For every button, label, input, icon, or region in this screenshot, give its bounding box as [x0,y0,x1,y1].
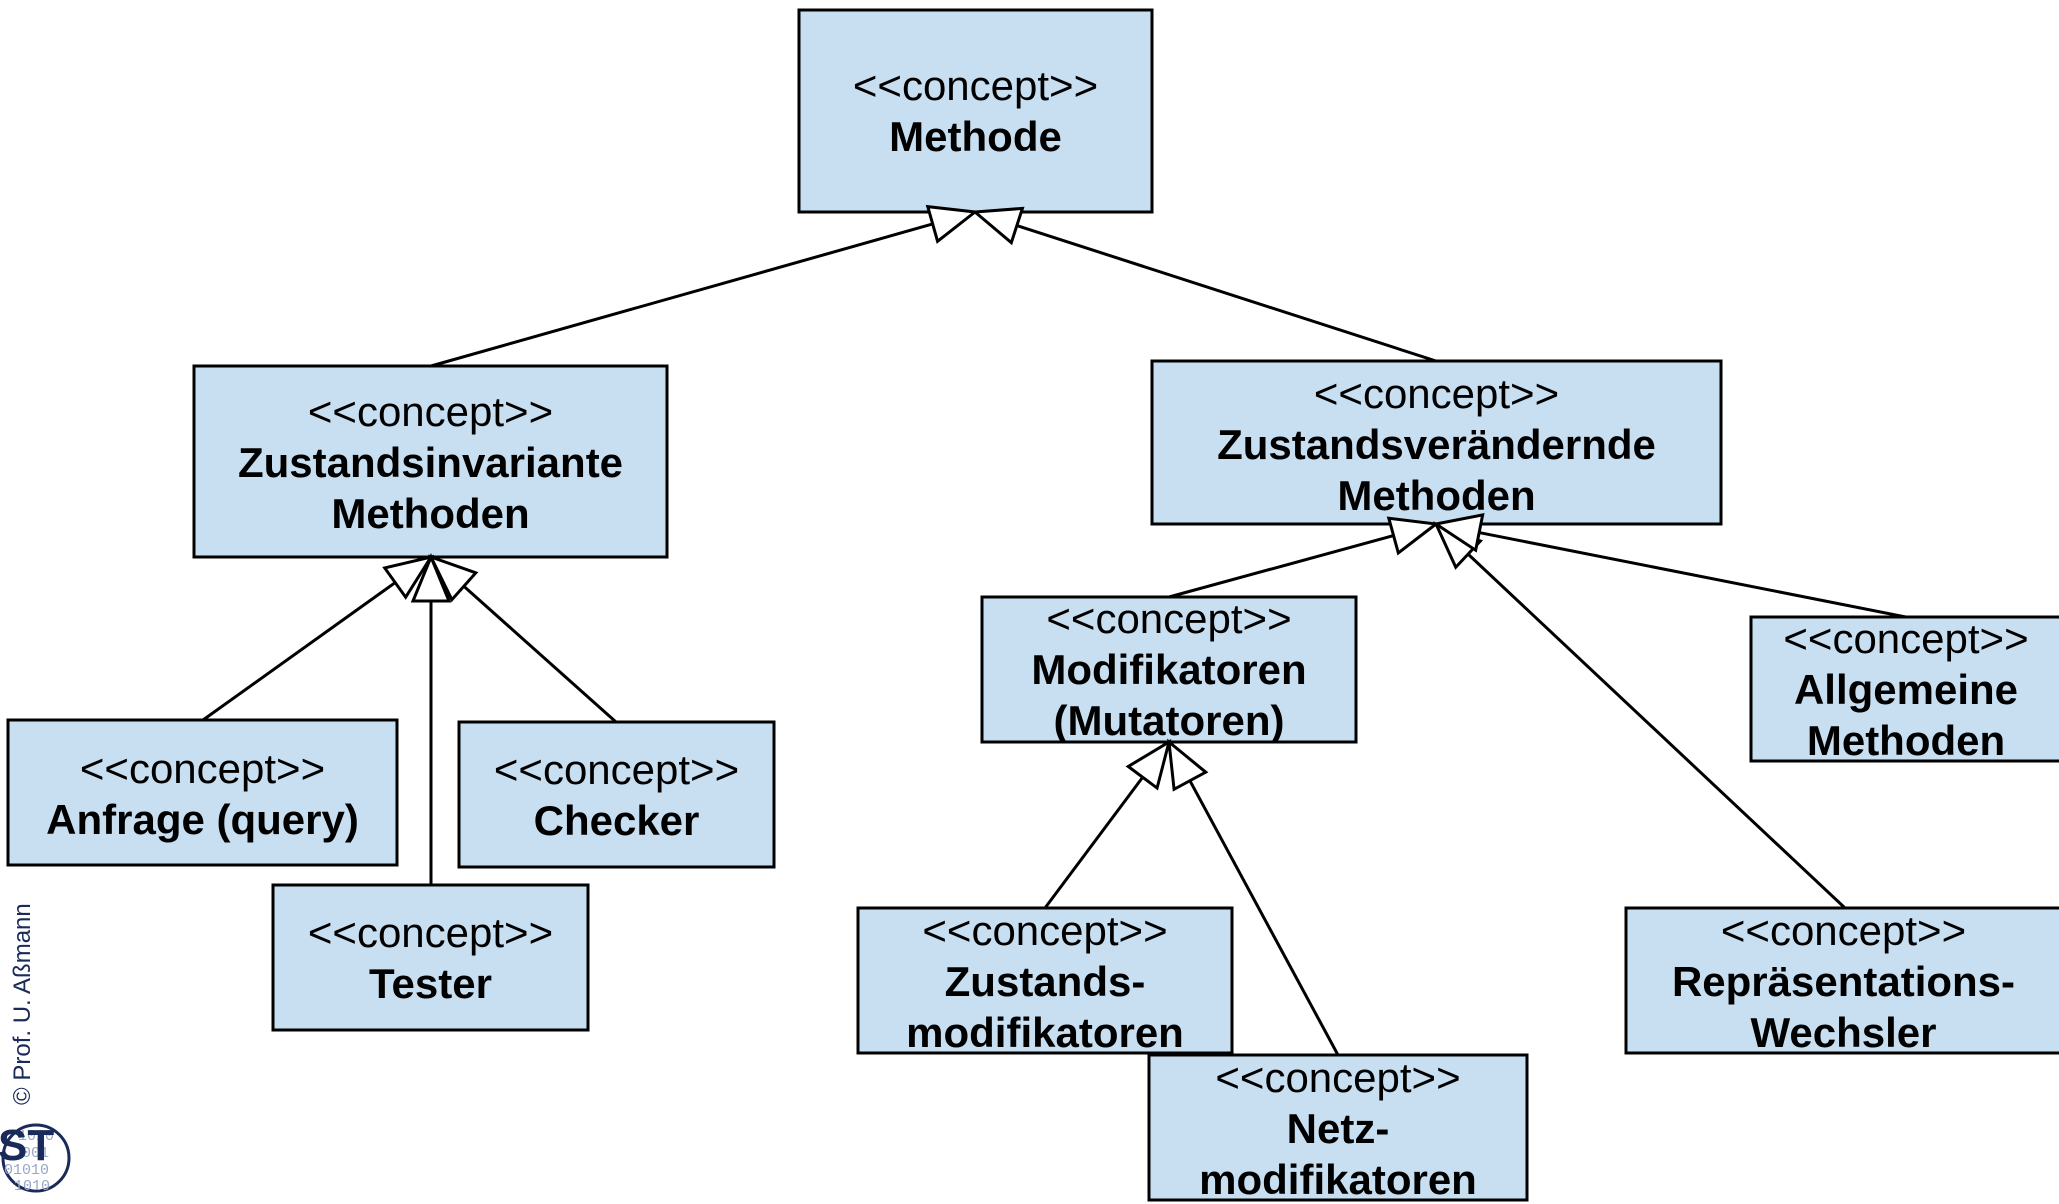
stereotype-label: <<concept>> [1721,907,1966,954]
stereotype-label: <<concept>> [308,909,553,956]
st-logo-icon: 1010 001 01010 1010 ST [0,1121,71,1195]
concept-name-line: Netz- [1287,1105,1390,1152]
edges-layer [202,222,1907,1056]
svg-text:01010: 01010 [4,1162,49,1179]
generalization-arrowhead-icon [382,554,435,600]
concept-box-modifikatoren: <<concept>>Modifikatoren(Mutatoren) [980,595,1358,744]
concept-name-line: Methode [889,113,1062,160]
generalization-edge-allgemeine-to-zustandsveraendernde [1478,531,1907,619]
generalization-edge-netzmodifikatoren-to-modifikatoren [1188,780,1340,1056]
copyright-text: © Prof. U. Aßmann [9,903,36,1105]
generalization-arrowhead-icon [428,554,479,603]
concept-box-frame [271,883,590,1032]
logo-text: ST [0,1121,54,1170]
stereotype-label: <<concept>> [922,907,1167,954]
generalization-arrowhead-icon [1432,512,1485,553]
concept-name-line: Wechsler [1751,1009,1937,1056]
concept-name-line: modifikatoren [1199,1156,1477,1203]
concept-name-line: Checker [534,797,700,844]
stereotype-label: <<concept>> [853,62,1098,109]
generalization-edge-zustandsmodifikatoren-to-modifikatoren [1043,776,1144,909]
generalization-edge-checker-to-zustandsinvariante [462,585,617,724]
concept-box-tester: <<concept>>Tester [271,883,590,1032]
concept-box-anfrage: <<concept>>Anfrage (query) [6,718,399,867]
stereotype-label: <<concept>> [1046,595,1291,642]
concept-box-frame [1749,615,2059,763]
concept-box-frame [457,720,776,869]
generalization-arrowhead-icon [1167,738,1209,792]
svg-text:1010: 1010 [18,1128,54,1145]
generalization-edge-modifikatoren-to-zustandsveraendernde [1168,534,1394,599]
generalization-edge-zustandsveraendernde-to-methode [1016,224,1437,363]
concept-box-frame [797,8,1154,214]
concept-box-frame [6,718,399,867]
concept-name-line: Modifikatoren [1031,646,1306,693]
svg-text:001: 001 [22,1145,49,1162]
concept-name-line: Repräsentations- [1672,958,2015,1005]
nodes-layer: <<concept>>Methode<<concept>>Zustandsinv… [6,8,2059,1203]
concept-name-line: Zustands- [945,958,1146,1005]
stereotype-label: <<concept>> [308,388,553,435]
stereotype-label: <<concept>> [1783,615,2028,662]
concept-name-line: Methoden [1337,472,1535,519]
concept-box-netzmodifikatoren: <<concept>>Netz-modifikatoren [1147,1053,1529,1203]
concept-box-frame [1624,906,2059,1055]
concept-box-zustandsmodifikatoren: <<concept>>Zustands-modifikatoren [856,906,1234,1056]
generalization-arrowhead-icon [1386,516,1440,556]
stereotype-label: <<concept>> [80,745,325,792]
generalization-edge-repraesentationswechsler-to-zustandsveraendernde [1467,553,1847,910]
concept-box-checker: <<concept>>Checker [457,720,776,869]
generalization-edge-zustandsinvariante-to-methode [430,222,934,368]
concept-box-frame [192,364,669,559]
footer: © Prof. U. Aßmann 1010 001 01010 1010 ST [0,903,71,1195]
concept-box-frame [1150,359,1723,526]
arrowheads-layer [382,204,1485,792]
generalization-edge-anfrage-to-zustandsinvariante [202,581,397,722]
concept-name-line: Methoden [1807,717,2005,764]
concept-box-frame [856,906,1234,1055]
concept-name-line: modifikatoren [906,1009,1184,1056]
concept-box-repraesentationswechsler: <<concept>>Repräsentations-Wechsler [1624,906,2059,1056]
generalization-arrowhead-icon [1125,738,1172,791]
generalization-arrowhead-icon [971,206,1025,246]
stereotype-label: <<concept>> [1215,1054,1460,1101]
concept-box-methode: <<concept>>Methode [797,8,1154,214]
stereotype-label: <<concept>> [1314,370,1559,417]
concept-name-line: Zustandsverändernde [1217,421,1656,468]
concept-name-line: Anfrage (query) [46,796,359,843]
generalization-arrowhead-icon [410,553,452,603]
generalization-arrowhead-icon [925,204,979,244]
svg-text:1010: 1010 [14,1178,50,1195]
concept-box-frame [1147,1053,1529,1202]
concept-name-line: (Mutatoren) [1054,697,1285,744]
concept-name-line: Zustandsinvariante [238,439,623,486]
concept-name-line: Allgemeine [1794,666,2018,713]
concept-name-line: Tester [369,960,492,1007]
stereotype-label: <<concept>> [494,746,739,793]
concept-name-line: Methoden [331,490,529,537]
